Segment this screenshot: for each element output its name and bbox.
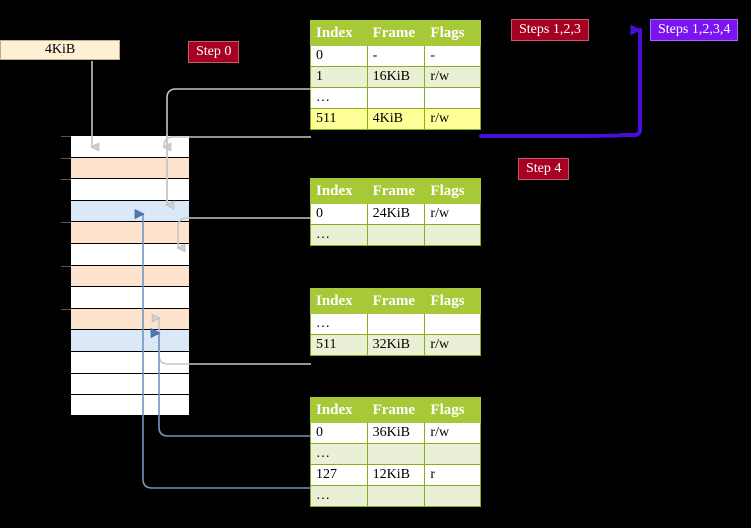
memory-frame-row <box>61 264 190 287</box>
cell-flags: r/w <box>424 108 481 130</box>
memory-row-tick <box>61 136 71 137</box>
cell-index: 0 <box>310 203 368 225</box>
cell-flags <box>424 485 481 507</box>
column-header-flags: Flags <box>424 288 481 314</box>
column-header-frame: Frame <box>366 397 426 423</box>
cell-flags: r/w <box>424 422 481 444</box>
memory-frame-row <box>70 286 190 308</box>
badge-step-4: Step 4 <box>518 158 570 180</box>
memory-size-box: 4KiB <box>0 40 120 60</box>
memory-frame-row <box>61 221 190 243</box>
memory-row-tick <box>61 308 71 310</box>
cell-frame: 4KiB <box>366 108 426 130</box>
memory-row-tick <box>61 179 71 181</box>
memory-frame-row <box>70 394 190 416</box>
cell-frame: - <box>366 45 426 67</box>
cell-flags <box>424 313 481 335</box>
cell-frame: 36KiB <box>366 422 426 444</box>
cell-index: 0 <box>310 422 368 444</box>
memory-frame-row <box>70 351 190 373</box>
cell-frame: 24KiB <box>366 203 426 225</box>
column-header-index: Index <box>310 178 368 204</box>
cell-frame: 32KiB <box>366 334 426 356</box>
cell-flags: r/w <box>424 203 481 225</box>
cell-flags <box>424 87 481 109</box>
cell-index: 511 <box>310 334 368 356</box>
cell-frame <box>366 485 426 507</box>
badge-steps-1234: Steps 1,2,3,4 <box>650 19 739 41</box>
column-header-frame: Frame <box>366 20 426 46</box>
memory-frame-row <box>70 243 190 265</box>
cell-frame: 16KiB <box>366 66 426 88</box>
table-row[interactable]: … <box>310 87 481 109</box>
column-header-index: Index <box>310 288 368 314</box>
column-header-flags: Flags <box>424 178 481 204</box>
memory-size-label: 4KiB <box>44 42 76 57</box>
table-row[interactable]: … <box>310 443 481 465</box>
cell-flags: r/w <box>424 334 481 356</box>
cell-frame <box>366 87 426 109</box>
column-header-index: Index <box>310 397 368 423</box>
memory-row-tick <box>61 222 71 224</box>
cell-frame <box>366 443 426 465</box>
memory-row-tick <box>61 265 71 267</box>
badge-steps-123: Steps 1,2,3 <box>511 19 589 41</box>
cell-index: 0 <box>310 45 368 67</box>
cell-index: … <box>310 87 368 109</box>
badge-step-0: Step 0 <box>188 41 240 63</box>
connector-pdpt-to-memory <box>178 217 311 248</box>
memory-frame-row <box>70 199 190 222</box>
memory-frame-row <box>61 178 190 200</box>
cell-index: … <box>310 485 368 507</box>
cell-index: … <box>310 224 368 246</box>
column-header-frame: Frame <box>366 178 426 204</box>
cell-flags: r <box>424 464 481 486</box>
table-row[interactable]: 0-- <box>310 45 481 67</box>
cell-index: 511 <box>310 108 368 130</box>
cell-flags <box>424 224 481 246</box>
steps-bracket-arrow <box>479 24 642 138</box>
memory-row-tick <box>61 157 71 159</box>
cell-flags: - <box>424 45 481 67</box>
cell-flags <box>424 443 481 465</box>
column-header-flags: Flags <box>424 397 481 423</box>
column-header-flags: Flags <box>424 20 481 46</box>
memory-frame-row <box>70 329 190 351</box>
column-header-frame: Frame <box>366 288 426 314</box>
cell-frame <box>366 224 426 246</box>
cell-index: 1 <box>310 66 368 88</box>
cell-index: … <box>310 313 368 335</box>
cell-flags: r/w <box>424 66 481 88</box>
cell-index: 127 <box>310 464 368 486</box>
memory-frame-row <box>61 307 190 330</box>
cell-frame <box>366 313 426 335</box>
cell-frame: 12KiB <box>366 464 426 486</box>
cell-index: … <box>310 443 368 465</box>
table-row[interactable]: … <box>310 313 481 335</box>
physical-memory-column <box>61 135 190 416</box>
memory-frame-row <box>61 135 190 157</box>
table-row[interactable]: … <box>310 224 481 246</box>
memory-frame-row <box>70 372 190 395</box>
column-header-index: Index <box>310 20 368 46</box>
table-row[interactable]: … <box>310 485 481 507</box>
memory-frame-row <box>61 156 190 179</box>
